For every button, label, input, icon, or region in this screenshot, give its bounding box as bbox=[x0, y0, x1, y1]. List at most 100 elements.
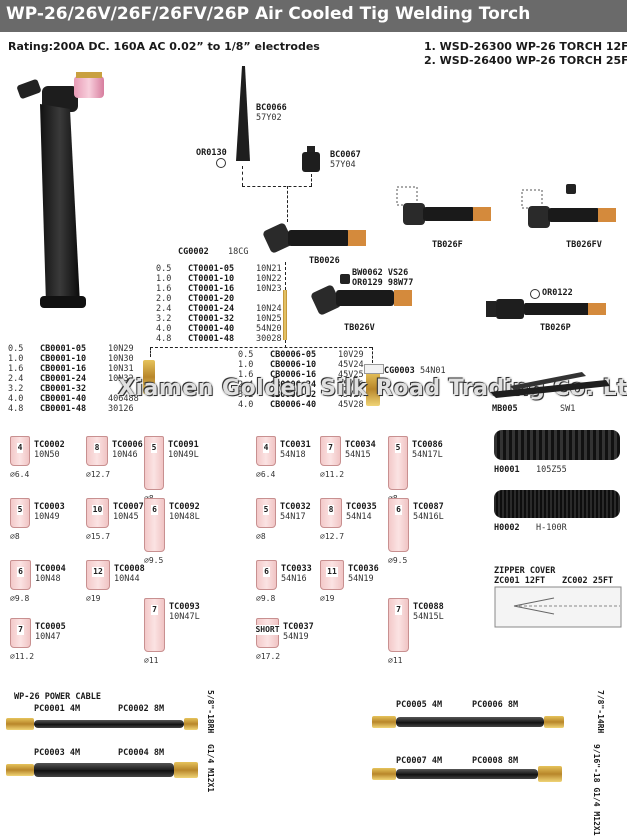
or0130-code: OR0130 bbox=[196, 148, 227, 158]
part-code: CT0001-48 bbox=[188, 334, 235, 344]
part-code: CB0001-16 bbox=[40, 364, 87, 374]
size-label: 2.4 bbox=[238, 380, 254, 390]
bc0066-ref: 57Y02 bbox=[256, 113, 282, 123]
part-ref: 10N21 bbox=[256, 264, 282, 274]
part-ref: 10N29 bbox=[108, 344, 134, 354]
nozzle-diameter: ⌀6.4 bbox=[10, 470, 30, 479]
pc0005-label: PC0005 4M bbox=[396, 700, 443, 710]
nozzle-ref: 10N48 bbox=[35, 574, 61, 584]
cable-fitting-icon bbox=[174, 762, 198, 778]
part-ref: 10N31 bbox=[108, 364, 134, 374]
nozzle-ref: 10N44 bbox=[114, 574, 140, 584]
hose-h0001 bbox=[494, 430, 620, 460]
part-code: CB0006-05 bbox=[270, 350, 317, 360]
part-ref: 10N32 bbox=[108, 374, 134, 384]
ceramic-nozzle-icon: 7 bbox=[10, 618, 31, 648]
torch-head-tb026f bbox=[396, 186, 491, 225]
header-bar bbox=[0, 0, 627, 32]
nozzle-size: 11 bbox=[326, 567, 338, 577]
ceramic-nozzle-icon: 5 bbox=[388, 436, 408, 490]
nozzle-diameter: ⌀12.7 bbox=[320, 532, 345, 541]
model-2: 2. WSD-26400 WP-26 TORCH 25FT bbox=[424, 54, 627, 67]
nozzle-size: 4 bbox=[262, 443, 270, 453]
ceramic-nozzle-icon: 4 bbox=[10, 436, 30, 466]
nozzle-code: TC0002 bbox=[34, 440, 65, 450]
power-cable-pc0005 bbox=[396, 717, 544, 727]
oring-icon bbox=[216, 158, 226, 168]
nozzle-code: TC0093 bbox=[169, 602, 200, 612]
cg0003-code: CG0003 bbox=[384, 366, 415, 376]
nozzle-size: 8 bbox=[327, 505, 335, 515]
part-ref: 10N23 bbox=[256, 284, 282, 294]
nozzle-ref: 54N15 bbox=[345, 450, 371, 460]
nozzle-size: 7 bbox=[327, 443, 334, 453]
h0001-code: H0001 bbox=[494, 465, 520, 475]
ceramic-nozzle-icon: 4 bbox=[256, 436, 276, 466]
connector-line bbox=[150, 347, 372, 348]
ceramic-nozzle-icon: SHORT bbox=[254, 618, 281, 648]
nozzle-diameter: ⌀9.8 bbox=[10, 594, 30, 603]
nozzle-size: 6 bbox=[151, 505, 158, 515]
ceramic-nozzle-icon: 11 bbox=[320, 560, 344, 590]
zipper-cover-illustration bbox=[494, 586, 622, 628]
size-label: 3.2 bbox=[238, 390, 254, 400]
tb026fv-code: TB026FV bbox=[566, 240, 602, 250]
nozzle-code: TC0087 bbox=[413, 502, 444, 512]
part-code: CT0001-16 bbox=[188, 284, 235, 294]
fitting-4-label: 9/16"-18 G1/4 M12X1 bbox=[592, 744, 601, 836]
part-ref: 10V29 bbox=[338, 350, 364, 360]
nozzle-size: 10 bbox=[91, 505, 104, 515]
hose-h0002 bbox=[494, 490, 620, 518]
size-label: 4.8 bbox=[8, 404, 24, 414]
part-ref: 10N22 bbox=[256, 274, 282, 284]
nozzle-code: TC0008 bbox=[114, 564, 145, 574]
part-code: CB0006-10 bbox=[270, 360, 317, 370]
zipper-a: ZC001 12FT bbox=[494, 576, 546, 586]
h0001-ref: 105Z55 bbox=[536, 465, 567, 475]
ceramic-nozzle-icon: 8 bbox=[86, 436, 108, 466]
nozzle-code: TC0036 bbox=[348, 564, 379, 574]
long-back-cap bbox=[236, 66, 250, 161]
connector-line bbox=[242, 166, 243, 186]
collet-body-icon bbox=[143, 360, 155, 394]
size-label: 1.0 bbox=[8, 354, 24, 364]
cable-fitting-icon bbox=[6, 718, 34, 730]
part-code: CB0001-05 bbox=[40, 344, 87, 354]
cable-fitting-icon bbox=[372, 768, 396, 780]
nozzle-code: TC0004 bbox=[35, 564, 66, 574]
nozzle-size: SHORT bbox=[254, 625, 281, 635]
nozzle-size: 5 bbox=[150, 443, 158, 453]
nozzle-code: TC0007 bbox=[113, 502, 144, 512]
nozzle-ref: 54N14 bbox=[346, 512, 372, 522]
h0002-code: H0002 bbox=[494, 523, 520, 533]
part-ref: 45V28 bbox=[338, 400, 364, 410]
size-label: 2.4 bbox=[156, 304, 172, 314]
nozzle-ref: 54N19 bbox=[348, 574, 374, 584]
power-cable-pc0007 bbox=[396, 769, 538, 779]
nozzle-diameter: ⌀15.7 bbox=[86, 532, 111, 541]
short-back-cap bbox=[302, 146, 320, 172]
part-ref: 30028 bbox=[256, 334, 282, 344]
size-label: 4.8 bbox=[156, 334, 172, 344]
nozzle-size: 7 bbox=[17, 625, 24, 635]
tb026f-code: TB026F bbox=[432, 240, 463, 250]
part-ref: 10N30 bbox=[108, 354, 134, 364]
nozzle-size: 8 bbox=[93, 443, 101, 453]
connector-line bbox=[287, 186, 288, 222]
nozzle-diameter: ⌀8 bbox=[256, 532, 266, 541]
part-ref: 10N25 bbox=[256, 314, 282, 324]
part-ref: 10N24 bbox=[256, 304, 282, 314]
nozzle-ref: 10N49 bbox=[34, 512, 60, 522]
fitting-1-label: 5/8"-18RH bbox=[206, 690, 215, 734]
nozzle-code: TC0005 bbox=[35, 622, 66, 632]
size-label: 3.2 bbox=[156, 314, 172, 324]
pc0006-label: PC0006 8M bbox=[472, 700, 519, 710]
valve-line1: BW0062 VS26 bbox=[352, 268, 409, 278]
cable-fitting-icon bbox=[538, 766, 562, 782]
part-ref: 45V25 bbox=[338, 370, 364, 380]
